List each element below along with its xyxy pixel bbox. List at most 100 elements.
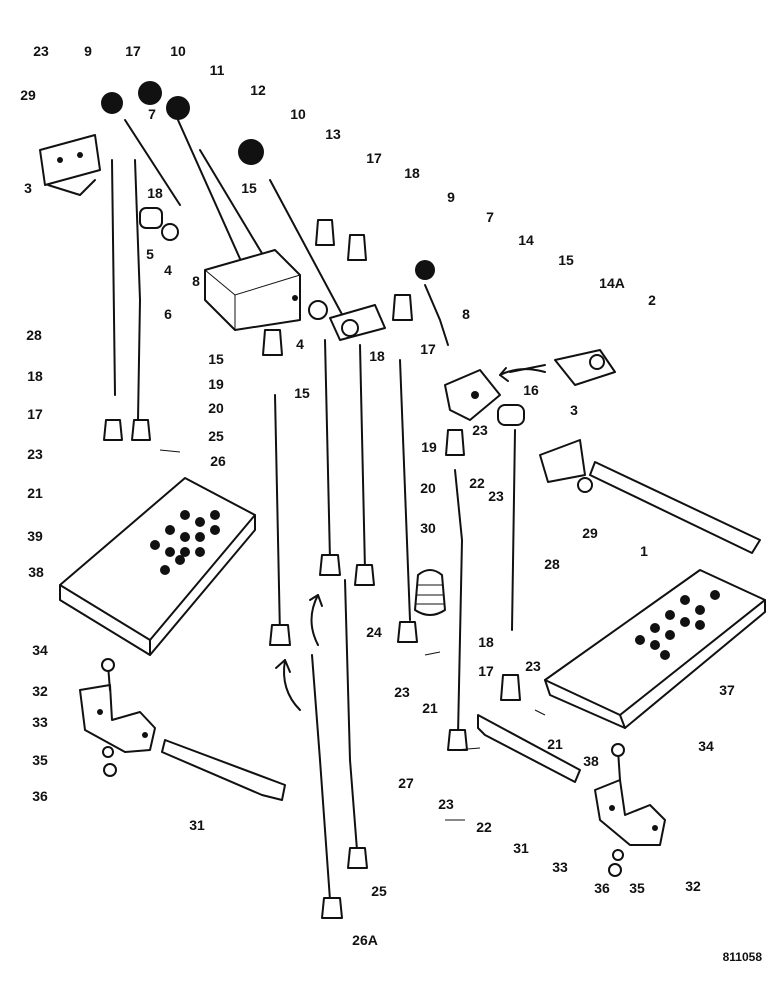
nut (102, 746, 114, 758)
callout-label: 18 (27, 368, 43, 384)
clevis (354, 564, 375, 586)
direction-arrow (310, 594, 319, 646)
nut (612, 849, 624, 861)
callout-label: 24 (366, 624, 382, 640)
callout-label: 28 (26, 327, 42, 343)
callout-label: 35 (32, 752, 48, 768)
callout-label: 7 (486, 209, 494, 225)
callout-label: 26 (210, 453, 226, 469)
lever-rod (177, 119, 246, 271)
callout-label: 23 (525, 658, 541, 674)
callout-label: 29 (20, 87, 36, 103)
callout-label: 9 (84, 43, 92, 59)
rod (399, 359, 411, 621)
cross-shaft (589, 461, 761, 554)
rod (511, 429, 516, 631)
rod (311, 654, 331, 901)
clevis (319, 554, 341, 576)
callout-label: 10 (290, 106, 306, 122)
control-knob (238, 139, 264, 165)
callout-label: 25 (208, 428, 224, 444)
clevis (269, 624, 291, 646)
callout-label: 22 (476, 819, 492, 835)
callout-label: 8 (462, 306, 470, 322)
callout-label: 20 (420, 480, 436, 496)
callout-label: 17 (125, 43, 141, 59)
callout-label: 23 (438, 796, 454, 812)
rod (454, 469, 463, 736)
callout-label: 27 (398, 775, 414, 791)
pedal-shaft (161, 739, 286, 801)
nut (103, 763, 117, 777)
clevis (262, 329, 283, 356)
callout-label: 5 (146, 246, 154, 262)
lever-rod (269, 179, 346, 321)
callout-label: 22 (469, 475, 485, 491)
callout-label: 37 (719, 682, 735, 698)
callout-label: 17 (366, 150, 382, 166)
washer (161, 223, 179, 241)
callout-label: 15 (294, 385, 310, 401)
bush (329, 304, 386, 341)
callout-label: 32 (685, 878, 701, 894)
clevis (397, 621, 418, 643)
washer (308, 300, 328, 320)
clevis (103, 419, 123, 441)
callout-label: 31 (189, 817, 205, 833)
spacer (139, 207, 163, 229)
direction-arrow (283, 659, 301, 711)
callout-label: 32 (32, 683, 48, 699)
callout-label: 18 (147, 185, 163, 201)
callout-label: 10 (170, 43, 186, 59)
callout-label: 19 (421, 439, 437, 455)
control-knob (166, 96, 190, 120)
callout-label: 35 (629, 880, 645, 896)
pedal-shaft (477, 714, 581, 783)
callout-label: 36 (32, 788, 48, 804)
callout-label: 23 (27, 446, 43, 462)
callout-label: 28 (544, 556, 560, 572)
callout-label: 18 (404, 165, 420, 181)
rod (344, 579, 358, 851)
callout-label: 19 (208, 376, 224, 392)
callout-label: 23 (488, 488, 504, 504)
right-pivot-14a (554, 349, 616, 386)
rod (274, 394, 281, 636)
callout-label: 14A (599, 275, 625, 291)
lever-rod (424, 284, 449, 346)
rod (134, 159, 141, 421)
callout-label: 23 (33, 43, 49, 59)
direction-arrow (499, 368, 546, 376)
bush (497, 404, 525, 426)
nut (608, 863, 622, 877)
callout-label: 23 (394, 684, 410, 700)
callout-label: 3 (570, 402, 578, 418)
callout-label: 39 (27, 528, 43, 544)
foot-plate-holes (635, 590, 720, 660)
callout-label: 18 (478, 634, 494, 650)
callout-label: 18 (369, 348, 385, 364)
callout-label: 36 (594, 880, 610, 896)
clevis (321, 897, 343, 919)
callout-label: 1 (640, 543, 648, 559)
callout-label: 33 (32, 714, 48, 730)
right-bracket (539, 439, 586, 483)
callout-label: 33 (552, 859, 568, 875)
callout-label: 11 (209, 62, 225, 78)
clevis (500, 674, 521, 701)
callout-label: 34 (698, 738, 714, 754)
callout-label: 21 (27, 485, 43, 501)
lower-bracket-left (79, 684, 156, 753)
clevis (131, 419, 151, 441)
callout-label: 16 (523, 382, 539, 398)
callout-label: 2 (648, 292, 656, 308)
rod (324, 339, 331, 561)
control-knob (415, 260, 435, 280)
callout-label: 6 (164, 306, 172, 322)
drawing-number: 811058 (722, 950, 762, 964)
callout-label: 38 (583, 753, 599, 769)
callout-label: 14 (518, 232, 534, 248)
callout-label: 3 (24, 180, 32, 196)
